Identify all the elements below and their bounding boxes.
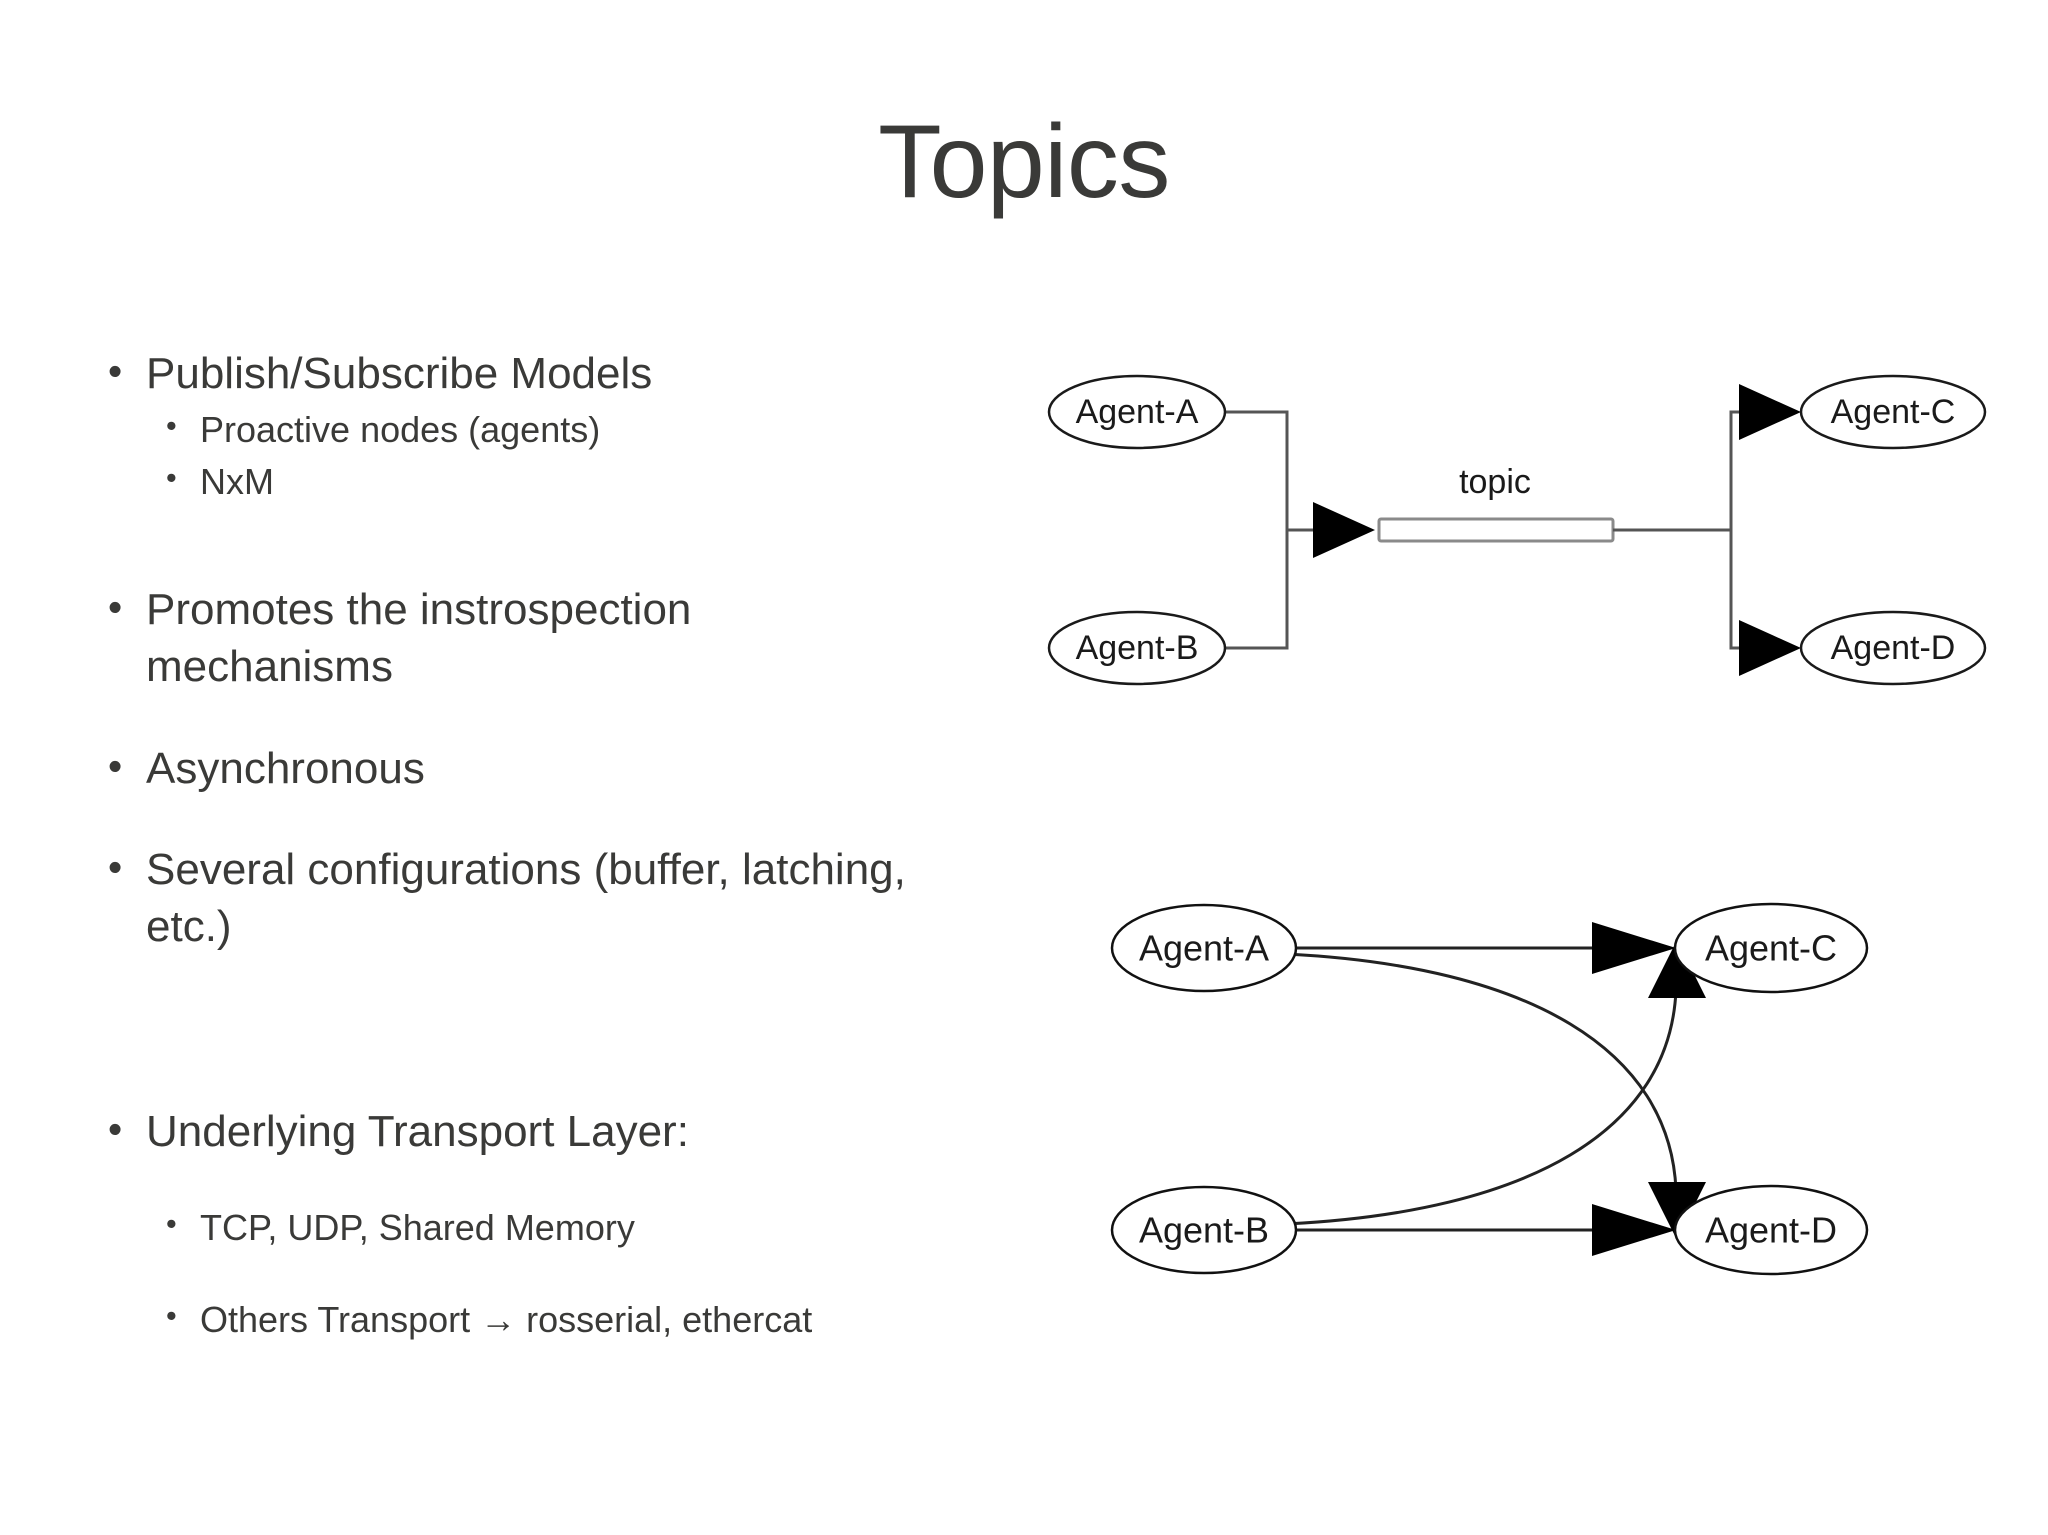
publish-subscribe-topic-diagram: Agent-A Agent-B Agent-C Agent-D topic	[1047, 374, 1987, 686]
bullet-marker-icon: •	[108, 1106, 123, 1153]
page-title: Topics	[878, 104, 1170, 220]
arrowhead-icon	[1739, 384, 1801, 440]
topic-channel-label: topic	[1459, 463, 1531, 501]
list-item: • Promotes the instrospection mechanisms	[108, 581, 908, 695]
arrowhead-icon	[1592, 922, 1676, 974]
node-agent-a-label: Agent-A	[1139, 928, 1269, 969]
node-agent-b-label: Agent-B	[1076, 629, 1199, 667]
arrowhead-icon	[1648, 940, 1706, 998]
arrowhead-icon	[1313, 502, 1375, 558]
list-item-label: Others Transport → rosserial, ethercat	[200, 1298, 813, 1340]
arrowhead-icon	[1648, 1182, 1706, 1240]
topic-channel-bar	[1377, 517, 1615, 543]
list-spacer	[108, 509, 908, 581]
list-item: • Proactive nodes (agents)	[166, 406, 908, 454]
arrowhead-icon	[1592, 1204, 1676, 1256]
node-agent-b-label: Agent-B	[1139, 1210, 1269, 1251]
direct-connections-diagram: Agent-A Agent-B Agent-C Agent-D	[1110, 902, 1869, 1276]
list-spacer	[108, 959, 908, 1031]
node-agent-c-label: Agent-C	[1705, 928, 1837, 969]
bullet-marker-icon: •	[166, 1207, 177, 1242]
list-item-label: Underlying Transport Layer:	[146, 1107, 689, 1157]
list-spacer	[108, 801, 908, 841]
list-item: • Others Transport → rosserial, ethercat	[166, 1296, 908, 1344]
edge-agent-a-to-bus	[1195, 410, 1313, 532]
edge-bus-to-agent-c	[1613, 410, 1745, 532]
list-item-label: TCP, UDP, Shared Memory	[200, 1207, 635, 1249]
list-item: • Several configurations (buffer, latchi…	[108, 841, 908, 955]
bullet-marker-icon: •	[108, 742, 123, 789]
node-agent-a	[1047, 374, 1227, 450]
node-agent-a-label: Agent-A	[1076, 393, 1199, 431]
node-agent-b	[1110, 1185, 1298, 1275]
list-item: • Asynchronous	[108, 740, 908, 797]
list-spacer	[108, 700, 908, 740]
node-agent-d	[1673, 1184, 1869, 1276]
node-agent-c	[1799, 374, 1987, 450]
node-agent-d	[1799, 610, 1987, 686]
list-spacer	[108, 1256, 908, 1296]
edge-agent-a-to-agent-d	[1285, 952, 1678, 1191]
list-item-label: Promotes the instrospection mechanisms	[146, 585, 692, 692]
list-item: • NxM	[166, 458, 908, 506]
list-item: • Underlying Transport Layer:	[108, 1103, 908, 1160]
list-item: • TCP, UDP, Shared Memory	[166, 1204, 908, 1252]
node-agent-c-label: Agent-C	[1831, 393, 1956, 431]
list-item-label: Proactive nodes (agents)	[200, 409, 601, 451]
list-item-label: Publish/Subscribe Models	[146, 349, 653, 398]
list-item-label: Asynchronous	[146, 743, 425, 793]
list-spacer	[108, 1164, 908, 1204]
bullet-marker-icon: •	[166, 1298, 177, 1333]
edge-agent-b-to-agent-c	[1285, 989, 1678, 1226]
bullet-marker-icon: •	[166, 460, 177, 495]
bullet-marker-icon: •	[108, 584, 123, 631]
list-item: • Publish/Subscribe Models	[108, 345, 908, 402]
bullet-marker-icon: •	[166, 409, 177, 444]
list-item-label: Several configurations (buffer, latching…	[146, 844, 906, 951]
node-agent-d-label: Agent-D	[1831, 629, 1956, 667]
list-spacer	[108, 1031, 908, 1103]
node-agent-c	[1673, 902, 1869, 994]
node-agent-a	[1110, 903, 1298, 993]
list-item-label: NxM	[200, 460, 274, 502]
bullet-list: • Publish/Subscribe Models • Proactive n…	[108, 345, 908, 1347]
bullet-marker-icon: •	[108, 843, 123, 890]
node-agent-b	[1047, 610, 1227, 686]
node-agent-d-label: Agent-D	[1705, 1210, 1837, 1251]
arrowhead-icon	[1739, 620, 1801, 676]
bullet-marker-icon: •	[108, 348, 123, 394]
